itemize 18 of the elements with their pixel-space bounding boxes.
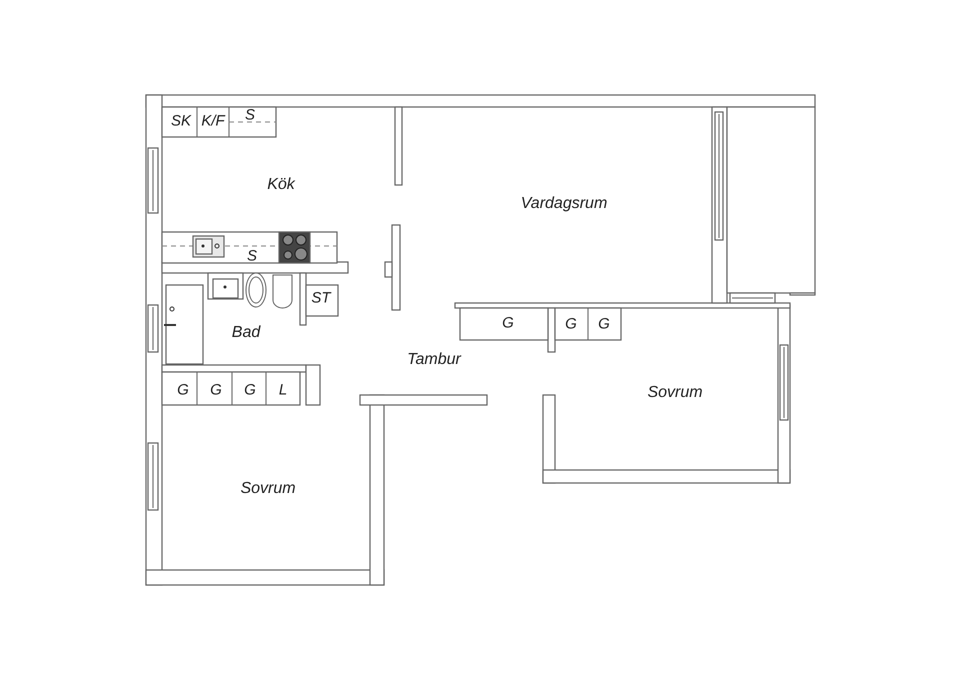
cabinet-label: G: [210, 382, 222, 398]
room-label: Tambur: [407, 352, 461, 368]
cabinet-label: G: [177, 382, 189, 398]
cabinet-label: G: [502, 316, 514, 330]
cabinet-label: L: [278, 382, 288, 398]
cabinet-label: G: [598, 316, 610, 332]
room-label: Kök: [267, 177, 295, 193]
cabinet-label: G: [565, 316, 577, 332]
cabinet-label: S: [245, 108, 255, 122]
cabinet-label: ST: [311, 290, 331, 306]
room-label: Sovrum: [240, 481, 296, 497]
cabinet-label: K/F: [201, 114, 225, 128]
room-label: Vardagsrum: [520, 196, 608, 212]
cabinet-label: SK: [171, 114, 191, 128]
room-label: Bad: [232, 325, 260, 341]
room-label: Sovrum: [647, 385, 703, 401]
cabinet-label: S: [247, 248, 257, 264]
cabinet-label: G: [244, 382, 256, 398]
